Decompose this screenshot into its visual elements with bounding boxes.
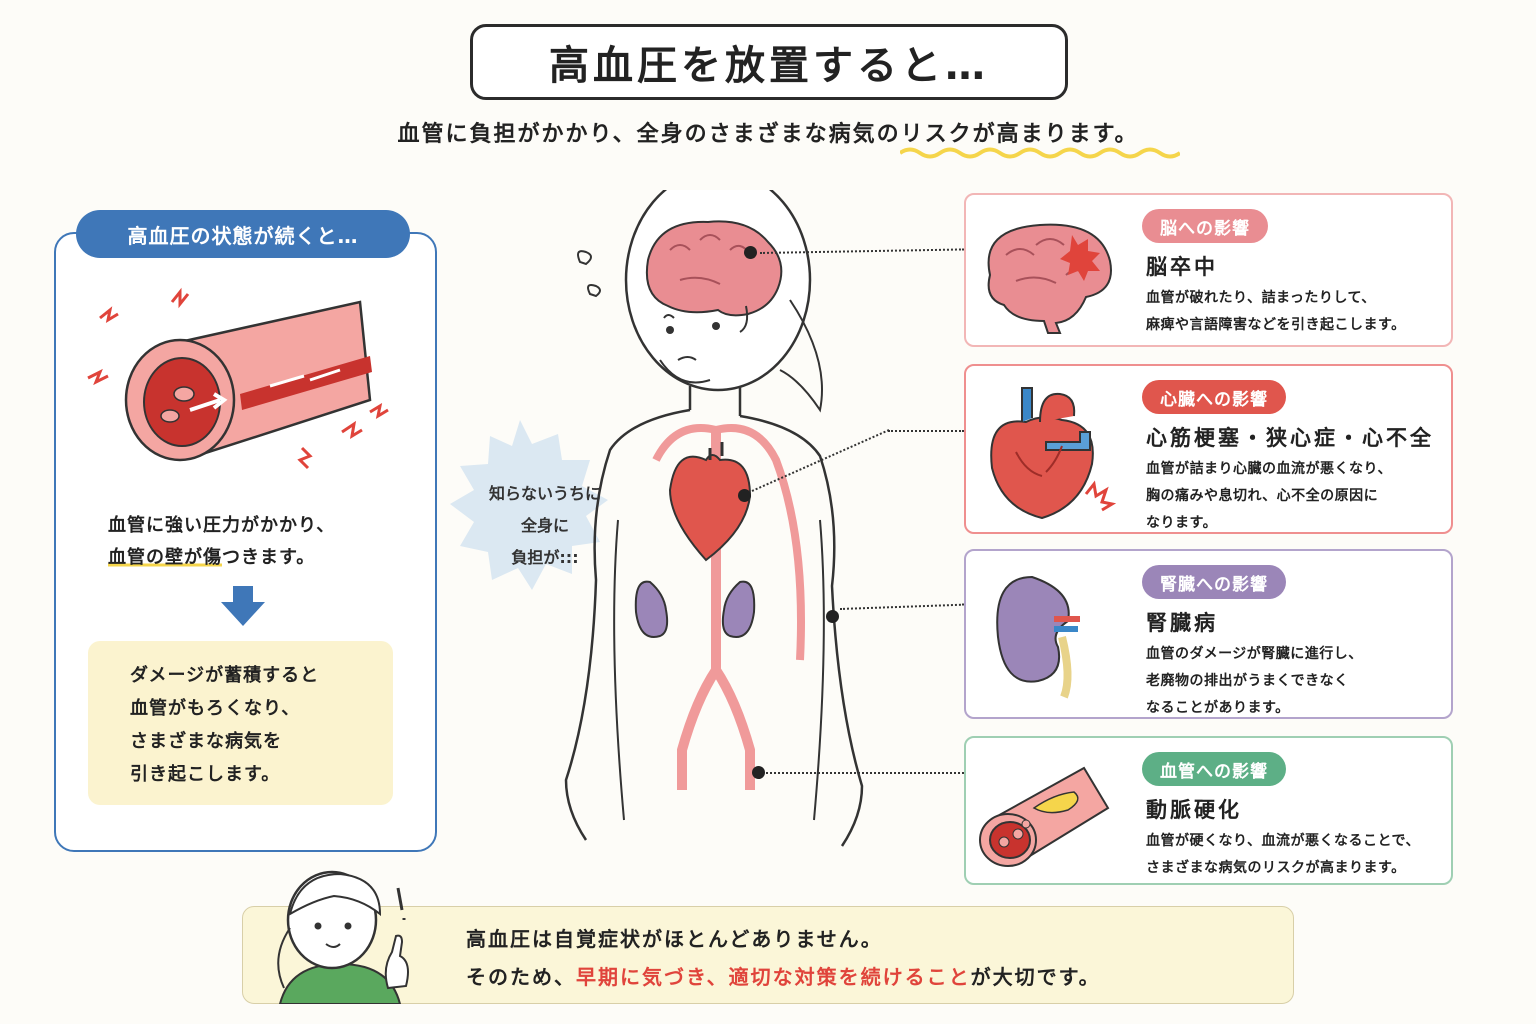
note-line: さまざまな病気を	[130, 731, 282, 752]
desc-line: なります。	[1146, 515, 1218, 531]
card-kidney-title: 腎臓病	[1146, 611, 1218, 635]
brain-pointer-dot	[744, 246, 757, 259]
card-brain-desc: 血管が破れたり、詰まったりして、 麻痺や言語障害などを引き起こします。	[1146, 285, 1446, 339]
page-title: 高血圧を放置すると…	[549, 43, 989, 89]
kidney-icon	[996, 575, 1080, 699]
heart-icon	[990, 387, 1116, 520]
bottom-line2-a: そのため、	[466, 965, 576, 989]
card-brain-title: 脳卒中	[1146, 255, 1218, 279]
card-kidney: 腎臓への影響 腎臓病 血管のダメージが腎臓に進行し、 老廃物の排出がうまくできな…	[964, 549, 1453, 719]
card-kidney-desc: 血管のダメージが腎臓に進行し、 老廃物の排出がうまくできなく なることがあります…	[1146, 641, 1446, 722]
bottom-line2-highlight: 早期に気づき、適切な対策を続けること	[576, 965, 971, 989]
desc-line: 麻痺や言語障害などを引き起こします。	[1146, 317, 1406, 333]
accumulation-note: ダメージが蓄積すると 血管がもろくなり、 さまざまな病気を 引き起こします。	[88, 641, 393, 805]
desc-line: 胸の痛みや息切れ、心不全の原因に	[1146, 488, 1379, 504]
burst-line: 負担が:::	[511, 548, 579, 567]
bottom-banner	[242, 906, 1294, 1004]
left-description: 血管に強い圧力がかかり、 血管の壁が傷つきます。	[108, 510, 428, 574]
bottom-line2: そのため、早期に気づき、適切な対策を続けることが大切です。	[466, 958, 1101, 996]
left-line2-rest: つきます。	[222, 547, 316, 568]
down-arrow-icon	[221, 586, 265, 626]
kidney-pointer-dot	[826, 610, 839, 623]
heart-pointer-dot	[738, 489, 751, 502]
heart-connector-line-2	[888, 430, 964, 432]
card-vessel: 血管への影響 動脈硬化 血管が硬くなり、血流が悪くなることで、 さまざまな病気の…	[964, 736, 1453, 885]
bottom-message: 高血圧は自覚症状がほとんどありません。 そのため、早期に気づき、適切な対策を続け…	[466, 920, 1101, 996]
girl-pointing-illustration	[277, 870, 409, 1004]
burst-line: 知らないうちに	[488, 484, 601, 503]
note-line: 血管がもろくなり、	[130, 698, 301, 719]
burst-line: 全身に	[520, 516, 569, 535]
title-box: 高血圧を放置すると…	[470, 24, 1068, 100]
burst-text: 知らないうちに 全身に 負担が:::	[470, 478, 620, 574]
desc-line: なることがあります。	[1146, 700, 1290, 716]
artery-icon	[979, 766, 1110, 867]
card-vessel-badge: 血管への影響	[1142, 752, 1286, 786]
page-subtitle: 血管に負担がかかり、全身のさまざまな病気のリスクが高まります。	[397, 122, 1139, 147]
vessel-pointer-dot	[752, 766, 765, 779]
human-body-illustration	[450, 190, 864, 847]
note-line: ダメージが蓄積すると	[130, 665, 320, 686]
burst-bubble	[450, 420, 608, 590]
desc-line: 血管のダメージが腎臓に進行し、	[1146, 646, 1363, 662]
desc-line: 血管が硬くなり、血流が悪くなることで、	[1146, 833, 1420, 849]
card-brain-badge: 脳への影響	[1142, 209, 1268, 243]
card-heart: 心臓への影響 心筋梗塞・狭心症・心不全 血管が詰まり心臓の血流が悪くなり、 胸の…	[964, 364, 1453, 534]
card-vessel-title: 動脈硬化	[1146, 798, 1242, 822]
card-heart-desc: 血管が詰まり心臓の血流が悪くなり、 胸の痛みや息切れ、心不全の原因に なります。	[1146, 456, 1446, 537]
desc-line: 血管が詰まり心臓の血流が悪くなり、	[1146, 461, 1392, 477]
left-line2: 血管の壁が傷つきます。	[108, 542, 428, 574]
vessel-connector-line	[766, 772, 964, 774]
desc-line: さまざまな病気のリスクが高まります。	[1146, 860, 1406, 876]
yellow-wave-underline	[900, 147, 1180, 159]
left-panel-tab: 高血圧の状態が続くと…	[76, 210, 410, 258]
card-kidney-badge: 腎臓への影響	[1142, 565, 1286, 599]
damaged-vessel-illustration	[87, 287, 389, 470]
card-brain: 脳への影響 脳卒中 血管が破れたり、詰まったりして、 麻痺や言語障害などを引き起…	[964, 193, 1453, 347]
left-line2-underlined: 血管の壁が傷	[108, 547, 222, 568]
desc-line: 血管が破れたり、詰まったりして、	[1146, 290, 1376, 306]
card-heart-badge: 心臓への影響	[1142, 380, 1286, 414]
desc-line: 老廃物の排出がうまくできなく	[1146, 673, 1349, 689]
note-line: 引き起こします。	[130, 764, 281, 785]
bottom-line2-b: が大切です。	[970, 965, 1101, 989]
left-line1: 血管に強い圧力がかかり、	[108, 515, 336, 536]
brain-icon	[987, 223, 1112, 334]
card-vessel-desc: 血管が硬くなり、血流が悪くなることで、 さまざまな病気のリスクが高まります。	[1146, 828, 1450, 882]
bottom-line1: 高血圧は自覚症状がほとんどありません。	[466, 927, 883, 951]
card-heart-title: 心筋梗塞・狭心症・心不全	[1146, 426, 1434, 450]
